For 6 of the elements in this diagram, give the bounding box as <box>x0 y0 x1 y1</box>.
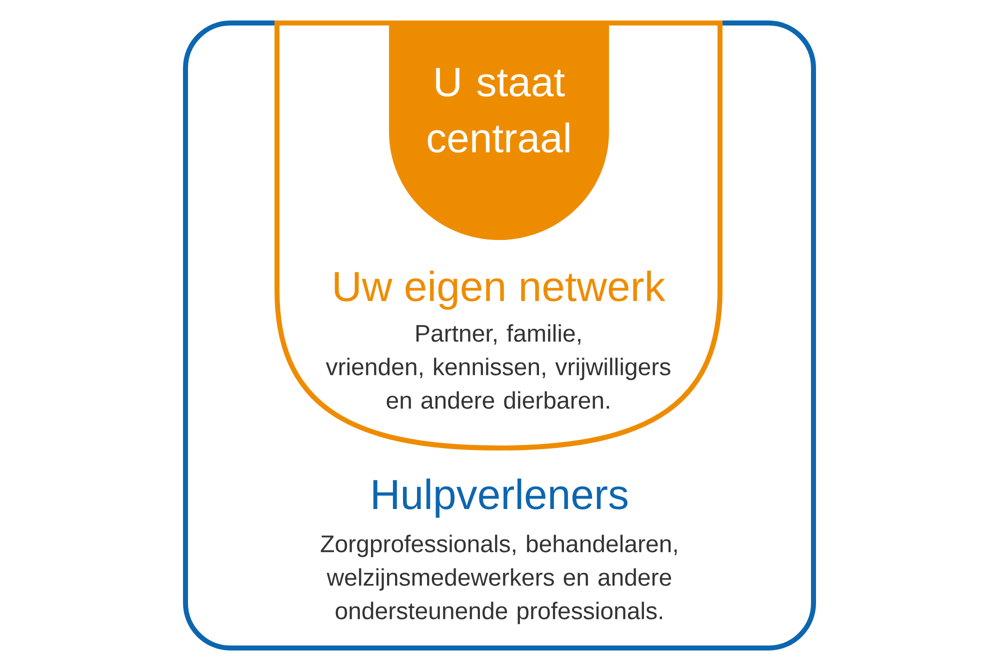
heading: Hulpverleners <box>373 478 628 518</box>
heading: Uw eigen netwerk <box>334 270 666 310</box>
description: Partner, familie, vrienden, kennissen, vrijwilligers en andere dierbaren. <box>326 324 670 409</box>
label-tab: U staat centraal <box>389 20 609 240</box>
description: Zorgprofessionals, behandelaren, welzijnsmedewerkers en andere ondersteunende professionals. <box>320 534 677 624</box>
node-label: U staat centraal <box>428 68 570 153</box>
